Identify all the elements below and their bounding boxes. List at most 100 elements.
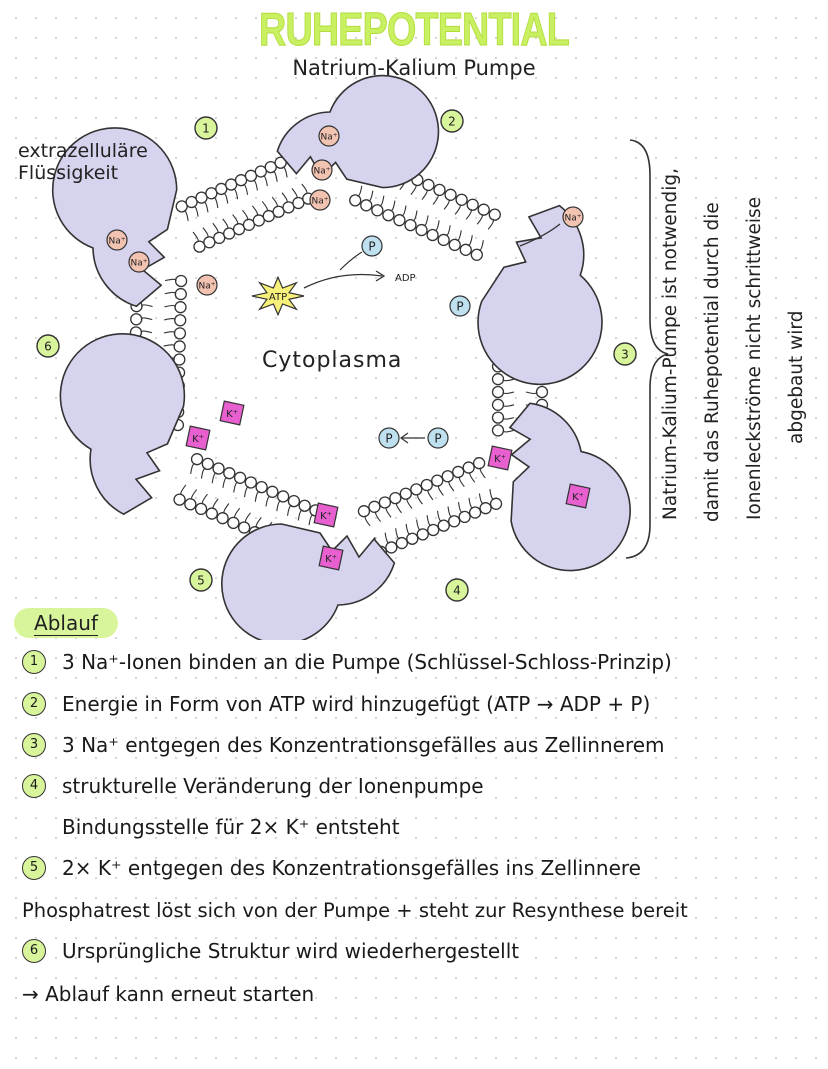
step-marker-number: 5 xyxy=(197,574,205,588)
lipid-tail xyxy=(212,222,219,234)
lipid-tail xyxy=(254,491,260,502)
lipid-tail xyxy=(525,391,538,395)
lipid-head xyxy=(252,214,265,227)
lipid-tail xyxy=(308,514,314,526)
lipid-tail xyxy=(164,318,176,321)
lipid-tail xyxy=(502,429,515,433)
lipid-tail xyxy=(200,467,207,479)
lipid-tail xyxy=(384,532,390,544)
lipid-tail xyxy=(443,198,450,210)
lipid-tail xyxy=(436,510,442,522)
lipid-tail xyxy=(401,205,407,217)
lipid-tail xyxy=(432,193,439,205)
lipid-head xyxy=(399,487,412,500)
adp-label: ADP xyxy=(395,273,416,284)
lipid-tail xyxy=(487,218,495,230)
sodium-exit-arrow xyxy=(519,223,561,247)
lipid-head xyxy=(292,196,305,210)
lipid-head xyxy=(441,470,454,483)
lipid-tail xyxy=(478,240,484,251)
lipid-head xyxy=(452,465,465,479)
lipid-tail xyxy=(190,463,196,474)
lipid-tail xyxy=(427,489,434,501)
lipid-head xyxy=(173,327,187,340)
lipid-tail xyxy=(164,278,177,282)
lipid-head xyxy=(227,516,240,530)
potassium-ion-label: K⁺ xyxy=(320,511,332,522)
step-marker xyxy=(189,568,213,592)
step-number: 2 xyxy=(22,692,46,716)
lipid-tail xyxy=(183,210,189,222)
lipid-tail xyxy=(489,488,495,500)
lipid-tail xyxy=(201,493,208,505)
lipid-tail xyxy=(458,476,465,488)
lipid-head xyxy=(491,424,505,437)
phosphate-label: P xyxy=(385,432,392,446)
lipid-head xyxy=(410,483,423,496)
lipid-tail xyxy=(140,304,153,308)
lipid-tail xyxy=(276,500,282,512)
step-5-continued: Phosphatrest löst sich von der Pumpe + s… xyxy=(22,894,688,926)
lipid-tail xyxy=(395,528,401,540)
lipid-head xyxy=(389,491,402,505)
lipid-tail xyxy=(469,471,476,483)
lipid-head xyxy=(437,233,450,247)
lipid-head xyxy=(205,507,219,520)
lipid-tail xyxy=(421,189,428,200)
lipid-head xyxy=(458,510,471,524)
sodium-ion xyxy=(128,251,150,273)
lipid-tail xyxy=(232,188,239,200)
lipid-head xyxy=(535,385,549,399)
lipid-head xyxy=(255,480,268,494)
side-note-line2: damit das Ruhepotential durch die xyxy=(702,202,723,522)
lipid-tail xyxy=(405,523,411,535)
potassium-ion xyxy=(487,445,513,471)
lipid-head xyxy=(491,373,505,386)
side-note-line3: Ionenleckströme nicht schrittweise xyxy=(744,196,765,520)
lipid-head xyxy=(232,223,246,236)
step-text: → Ablauf kann erneut starten xyxy=(22,982,315,1006)
lipid-head xyxy=(479,502,492,515)
phosphate-arrow xyxy=(339,251,363,271)
lipid-head xyxy=(262,209,275,223)
lipid-tail xyxy=(212,498,219,510)
pump-protein xyxy=(221,523,396,640)
lipid-tail xyxy=(448,480,455,492)
lipid-tail xyxy=(385,506,392,518)
lipid-head xyxy=(489,497,503,510)
lipid-head xyxy=(360,199,373,212)
step-text: Phosphatrest löst sich von der Pumpe + s… xyxy=(22,898,688,922)
phosphate-label: P xyxy=(456,300,463,314)
lipid-head xyxy=(190,453,204,466)
lipid-tail xyxy=(244,512,251,524)
lipid-tail xyxy=(467,235,473,246)
lipid-tail xyxy=(412,210,418,222)
phosphate-label: P xyxy=(434,432,441,446)
lipid-tail xyxy=(191,489,198,501)
lipid-head xyxy=(385,541,398,554)
lipid-tail xyxy=(251,205,259,217)
step-marker-number: 3 xyxy=(621,348,629,362)
lipid-head xyxy=(406,532,419,545)
lipid-head xyxy=(404,218,417,232)
lipid-tail xyxy=(375,510,381,522)
sodium-ion xyxy=(309,189,331,211)
step-text: Ursprüngliche Struktur wird wiederherges… xyxy=(62,939,520,963)
lipid-head xyxy=(173,353,186,366)
lipid-head xyxy=(433,183,446,197)
lipid-head xyxy=(272,205,285,218)
pump-protein xyxy=(477,204,603,386)
lipid-head xyxy=(468,506,482,519)
lipid-tail xyxy=(390,200,396,212)
ablauf-heading-text: Ablauf xyxy=(34,611,98,636)
lipid-head xyxy=(184,498,197,511)
lipid-head xyxy=(175,200,188,213)
step-marker-number: 4 xyxy=(453,584,461,598)
lipid-head xyxy=(422,178,435,192)
lipid-tail xyxy=(416,493,423,505)
lipid-tail xyxy=(502,391,515,395)
